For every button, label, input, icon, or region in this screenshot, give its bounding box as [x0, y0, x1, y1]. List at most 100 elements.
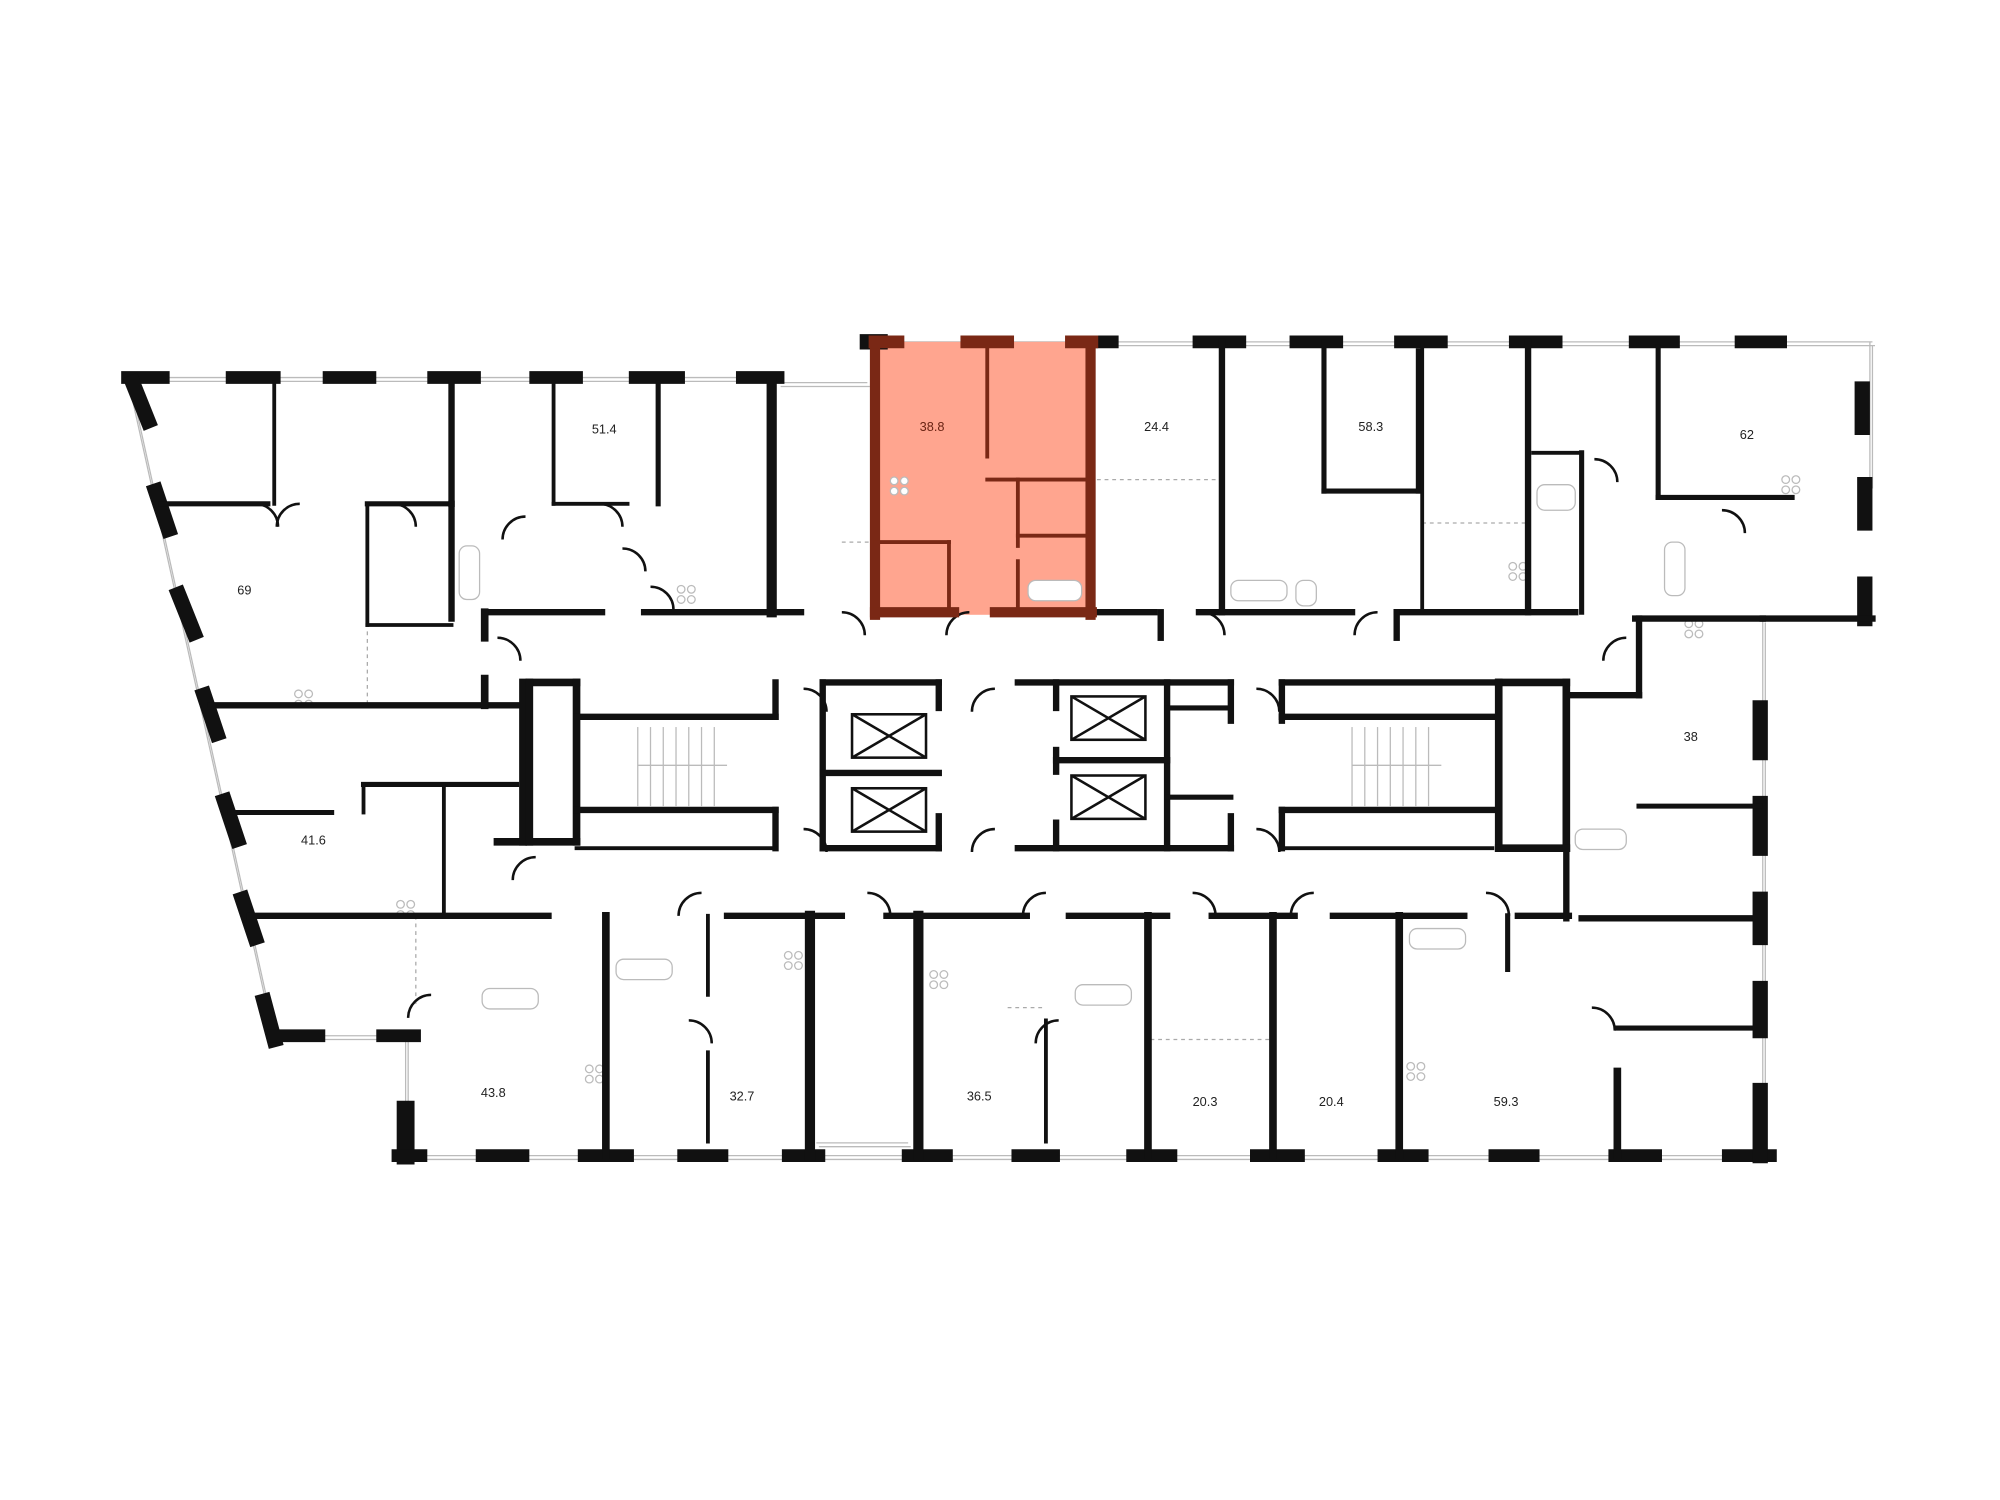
wall	[145, 481, 179, 540]
elevator-4	[1070, 774, 1147, 821]
burner	[889, 476, 899, 486]
burner	[929, 970, 939, 979]
door	[1485, 891, 1511, 916]
staircase-right	[1351, 727, 1442, 807]
apartment-area-label[interactable]: 41.6	[301, 832, 326, 847]
burner	[1406, 1072, 1416, 1081]
bathtub-icon	[615, 958, 673, 981]
door	[945, 610, 970, 636]
burner	[783, 961, 793, 971]
apartment-area-label[interactable]: 32.7	[730, 1089, 755, 1104]
walls	[121, 334, 1876, 1165]
burner	[1416, 1061, 1426, 1071]
door	[1353, 610, 1378, 636]
elevator-1	[850, 713, 928, 759]
burner	[1791, 485, 1801, 495]
burner	[899, 476, 909, 486]
burner	[1508, 561, 1518, 571]
burner	[939, 980, 949, 990]
wall	[194, 685, 227, 744]
door	[1256, 827, 1281, 853]
burner	[676, 595, 686, 604]
door	[599, 502, 624, 527]
door	[970, 827, 995, 853]
door	[1192, 891, 1217, 916]
door	[511, 855, 536, 881]
burner	[939, 970, 949, 979]
door	[841, 610, 867, 636]
burner	[304, 689, 314, 699]
bathtub-icon	[1408, 927, 1467, 950]
wall	[122, 372, 158, 431]
apartment-area-label[interactable]: 51.4	[592, 422, 617, 437]
staircase-left	[637, 727, 728, 807]
door	[867, 891, 892, 916]
burner	[294, 689, 303, 699]
burner	[1694, 629, 1704, 639]
apartment-area-label[interactable]: 36.5	[967, 1089, 992, 1104]
bathtub-icon	[1230, 579, 1288, 602]
building-core	[637, 695, 1442, 833]
door	[497, 636, 522, 661]
burner	[686, 584, 696, 594]
door	[688, 1019, 714, 1044]
burner	[1781, 485, 1791, 495]
burner	[929, 980, 939, 990]
burner	[406, 899, 416, 909]
door	[392, 502, 418, 527]
elevator-2	[850, 786, 928, 833]
burner	[1416, 1072, 1426, 1081]
door	[1256, 687, 1281, 712]
apartment-area-label[interactable]: 38	[1684, 729, 1698, 744]
door	[677, 891, 702, 916]
door	[1721, 508, 1747, 534]
burner	[396, 899, 405, 909]
burner	[686, 595, 696, 604]
apartment-area-label[interactable]: 20.3	[1193, 1094, 1218, 1109]
burner	[584, 1074, 594, 1084]
burner	[1406, 1061, 1416, 1071]
door	[622, 547, 647, 572]
bathtub-icon	[1574, 828, 1627, 851]
burner	[794, 950, 803, 960]
burner	[889, 486, 899, 496]
door	[650, 585, 675, 610]
wall	[214, 791, 247, 849]
apartment-area-label[interactable]: 59.3	[1494, 1094, 1519, 1109]
bathtub-icon	[481, 987, 539, 1010]
burner	[1508, 572, 1518, 581]
elevator-3	[1070, 695, 1147, 742]
burner	[1791, 475, 1801, 485]
wall	[168, 584, 204, 643]
burner	[676, 584, 686, 594]
apartment-area-label[interactable]: 24.4	[1144, 419, 1169, 434]
door	[1289, 891, 1314, 916]
door	[1021, 891, 1046, 916]
bathtub-icon	[1536, 484, 1576, 511]
burner	[1684, 629, 1694, 639]
door	[1201, 610, 1226, 636]
bathtub-icon	[1074, 984, 1133, 1006]
apartment-area-label[interactable]: 62	[1740, 427, 1754, 442]
burner	[584, 1064, 594, 1074]
burner	[1781, 475, 1791, 485]
apartment-area-label[interactable]: 20.4	[1319, 1094, 1344, 1109]
apartment-area-label[interactable]: 43.8	[481, 1085, 506, 1100]
door	[1602, 636, 1627, 661]
selected-apartment-walls	[868, 335, 1099, 620]
apartment-area-label[interactable]: 58.3	[1358, 419, 1383, 434]
door	[970, 687, 995, 712]
apartment-area-label[interactable]: 38.8	[920, 419, 945, 434]
door	[275, 502, 300, 527]
burner	[899, 486, 909, 496]
door	[1034, 1019, 1059, 1044]
bathtub-icon	[1027, 579, 1083, 602]
apartment-area-label[interactable]: 69	[237, 582, 251, 597]
door	[406, 993, 432, 1018]
bathtub-icon	[1663, 541, 1686, 597]
door	[1591, 1006, 1617, 1031]
burner	[783, 950, 793, 960]
bathtub-icon	[458, 545, 481, 601]
door	[255, 502, 280, 527]
